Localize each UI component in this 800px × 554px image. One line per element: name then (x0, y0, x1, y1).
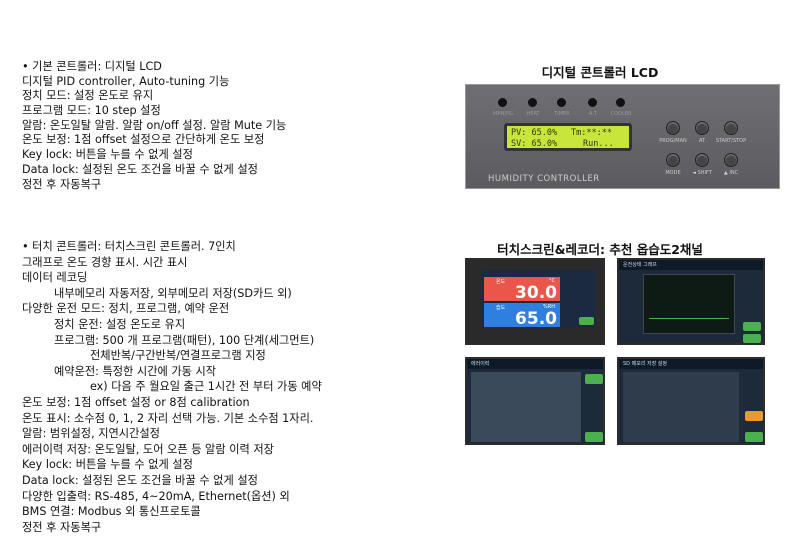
spec-line: 정치 모드: 설정 온도로 유지 (22, 89, 154, 103)
button-label: MODE (665, 170, 681, 176)
touch-controller-spec: • 터치 콘트롤러: 터치스크린 콘트롤러. 7인치 그래프로 온도 경향 표시… (22, 239, 322, 535)
mode-button[interactable] (666, 153, 680, 167)
touch-error-history-screen-photo: 에러이력 (465, 357, 605, 445)
spec-line: • 기본 콘트롤러: 디지털 LCD (22, 60, 162, 73)
button-label: AT (698, 138, 706, 144)
spec-line: 에러이력 저장: 온도일탈, 도어 오픈 등 알람 이력 저장 (22, 442, 274, 456)
time-readout: Tm:**:** (571, 128, 612, 138)
spec-line: 데이터 레코딩 (22, 271, 88, 285)
spec-line: Data lock: 설정된 온도 조건을 바꿀 수 없게 설정 (22, 473, 258, 487)
basic-controller-spec: • 기본 콘트롤러: 디지털 LCD 디지털 PID controller, A… (22, 60, 286, 192)
button-label: START/STOP (715, 138, 747, 144)
temp-label: 온도 (496, 279, 506, 285)
spec-line: 전체반복/구간반복/연결프로그램 지정 (90, 349, 266, 363)
run-status: Run... (583, 139, 614, 149)
lcd-section-title: 디지털 콘트롤러 LCD (541, 65, 659, 80)
hum-unit: %RH (543, 304, 555, 310)
button-label: ◄ SHIFT (692, 170, 712, 176)
spec-line: 온도 보정: 1점 offset 설정 or 8점 calibration (22, 395, 250, 409)
spec-line: 다양한 운전 모드: 정치, 프로그램, 예약 운전 (22, 302, 230, 316)
led-indicator (528, 98, 537, 107)
sd-screen-title: SD 메모리 저장 설정 (619, 359, 763, 369)
inc-button[interactable] (724, 153, 738, 167)
touch-sd-settings-screen-photo: SD 메모리 저장 설정 (617, 357, 765, 445)
humidity-panel: 습도 %RH 65.0 (484, 303, 560, 329)
temp-value: 30.0 (515, 283, 557, 303)
led-label: COOLER (610, 111, 632, 117)
lcd-controller-photo: MAN/PG HEAT TIMER A.T COOLER PV: 65.0% Tm… (465, 84, 780, 189)
spec-line: Key lock: 버튼을 누를 수 없게 설정 (22, 458, 193, 472)
prog-man-button[interactable] (666, 121, 680, 135)
spec-line: 다양한 입출력: RS-485, 4~20mA, Ethernet(옵션) 외 (22, 489, 290, 503)
at-button[interactable] (695, 121, 709, 135)
led-label: HEAT (526, 111, 540, 117)
spec-line: 온도 보정: 1점 offset 설정으로 간단하게 온도 보정 (22, 133, 265, 147)
button-label: ▲ INC (723, 170, 739, 176)
spec-line: 그래프로 온도 경향 표시. 시간 표시 (22, 255, 188, 269)
led-indicator (616, 98, 625, 107)
spec-line: 온도 표시: 소수점 0, 1, 2 자리 선택 가능. 기본 소수점 1자리. (22, 411, 314, 425)
led-label: A.T (589, 111, 597, 117)
spec-line: 정전 후 자동복구 (22, 177, 102, 191)
sv-readout: SV: 65.0% (511, 139, 558, 149)
led-label: TIMER (554, 111, 570, 117)
spec-line: ex) 다음 주 월요일 출근 1시간 전 부터 가동 예약 (90, 380, 322, 394)
error-screen-title: 에러이력 (467, 359, 603, 369)
spec-line: 알람: 온도일탈 알람. 알람 on/off 설정. 알람 Mute 기능 (22, 118, 287, 132)
spec-line: 예약운전: 특정한 시간에 가동 시작 (54, 364, 217, 378)
spec-line: 내부메모리 자동저장, 외부메모리 저장(SD카드 외) (54, 286, 292, 300)
spec-line: 프로그램: 500 개 프로그램(패턴), 100 단계(세그먼트) (54, 333, 315, 347)
led-indicator (588, 98, 597, 107)
touch-section-title: 터치스크린&레코더: 추천 옵습도2채널 (497, 242, 703, 257)
spec-line: Key lock: 버튼을 누를 수 없게 설정 (22, 148, 193, 162)
temperature-panel: 온도 °C 30.0 (484, 277, 560, 303)
spec-line: 정전 후 자동복구 (22, 520, 102, 534)
graph-screen-title: 운전상태 그래프 (619, 260, 763, 270)
spec-line: 정치 운전: 설정 온도로 유지 (54, 317, 186, 331)
spec-line: 알람: 범위설정, 지연시간설정 (22, 427, 160, 441)
touch-main-screen-photo: 온도 °C 30.0 습도 %RH 65.0 (465, 258, 605, 345)
spec-line: 프로그램 모드: 10 step 설정 (22, 104, 161, 118)
hum-label: 습도 (496, 305, 506, 311)
led-indicator (498, 98, 507, 107)
temp-unit: °C (549, 278, 555, 284)
spec-line: • 터치 콘트롤러: 터치스크린 콘트롤러. 7인치 (22, 240, 236, 253)
button-label: PROG/MAN (659, 138, 687, 144)
spec-line: BMS 연결: Modbus 외 통신프로토콜 (22, 505, 201, 519)
led-label: MAN/PG (492, 111, 514, 117)
spec-line: 디지털 PID controller, Auto-tuning 기능 (22, 74, 230, 88)
lcd-display: PV: 65.0% Tm:**:** SV: 65.0% Run... (504, 123, 632, 151)
shift-button[interactable] (695, 153, 709, 167)
led-indicator (557, 98, 566, 107)
pv-readout: PV: 65.0% (511, 128, 558, 138)
spec-line: Data lock: 설정된 온도 조건을 바꿀 수 없게 설정 (22, 162, 258, 176)
hum-value: 65.0 (515, 309, 557, 329)
touch-graph-screen-photo: 운전상태 그래프 (617, 258, 765, 345)
start-stop-button[interactable] (724, 121, 738, 135)
brand-label: HUMIDITY CONTROLLER (488, 174, 600, 184)
